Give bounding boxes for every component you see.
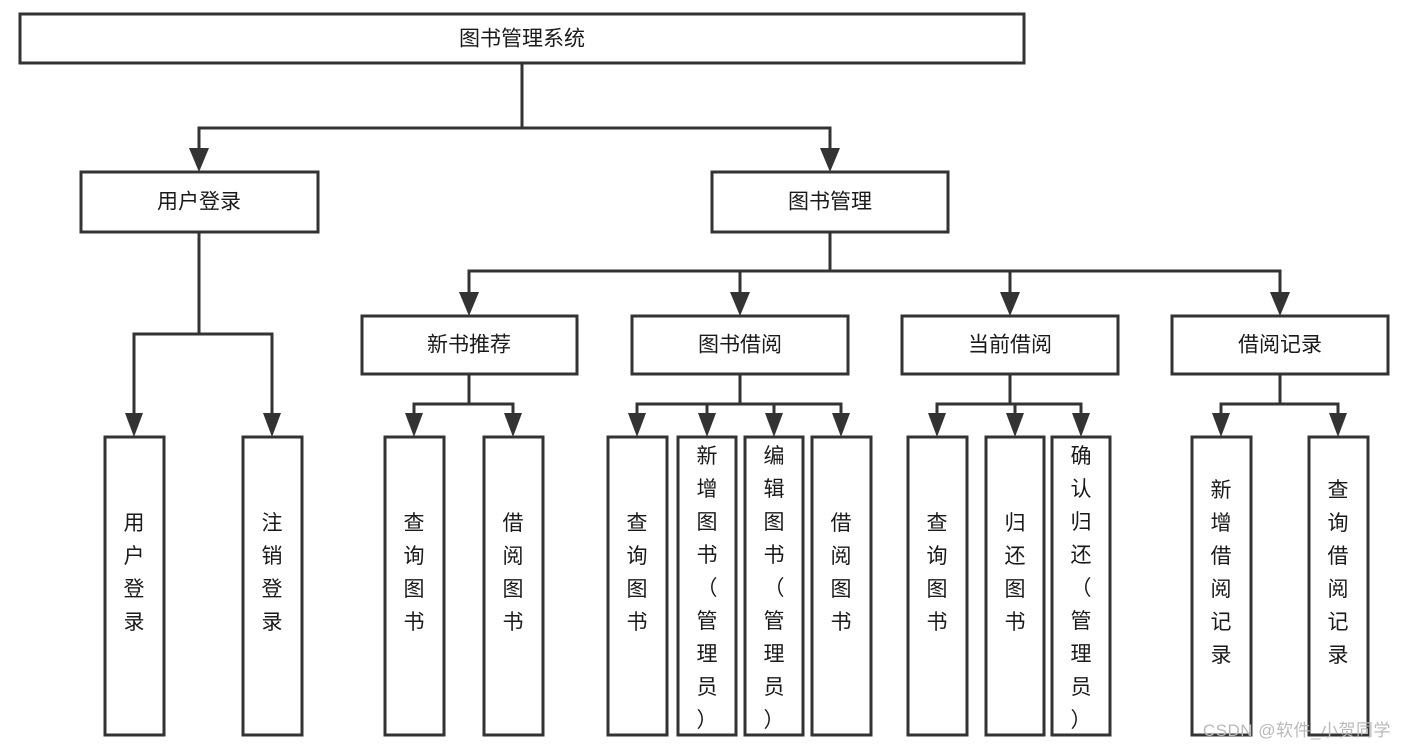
arrowhead-icon: [730, 292, 750, 316]
node-borrow-record-label: 借阅记录: [1238, 334, 1322, 357]
node-leaf-user-login[interactable]: 用户登录: [103, 435, 166, 737]
node-leaf-query-book-3-label: 查询图书: [927, 512, 948, 634]
node-leaf-borrow-book-2-box[interactable]: [810, 435, 873, 737]
node-leaf-edit-book-box[interactable]: [743, 435, 805, 737]
node-root-label: 图书管理系统: [459, 28, 585, 51]
node-user-login-box[interactable]: [79, 170, 320, 234]
node-book-borrow[interactable]: 图书借阅: [630, 314, 850, 376]
edge-bookmgmt-bus: [467, 230, 1282, 294]
node-leaf-query-record-box[interactable]: [1307, 435, 1370, 737]
node-leaf-borrow-book-2-label: 借阅图书: [831, 512, 852, 634]
node-leaf-query-book-2-label: 查询图书: [627, 512, 648, 634]
node-leaf-edit-book-label: 编辑图书（管理员）: [764, 445, 785, 732]
node-leaf-query-book-1-box[interactable]: [383, 435, 446, 737]
node-leaf-confirm-return-label: 确认归还（管理员）: [1071, 445, 1092, 732]
node-borrow-record[interactable]: 借阅记录: [1170, 314, 1390, 376]
node-new-book-recommend[interactable]: 新书推荐: [360, 314, 579, 376]
node-user-login[interactable]: 用户登录: [79, 170, 320, 234]
node-new-book-recommend-box[interactable]: [360, 314, 579, 376]
arrowhead-icon: [1000, 292, 1020, 316]
node-leaf-user-login-box[interactable]: [103, 435, 166, 737]
arrowhead-icon: [263, 413, 281, 437]
arrowhead-icon: [1072, 413, 1090, 437]
node-book-management-box[interactable]: [710, 170, 950, 234]
arrowhead-icon: [1329, 413, 1347, 437]
node-leaf-query-record[interactable]: 查询借阅记录: [1307, 435, 1370, 737]
node-leaf-query-book-1[interactable]: 查询图书: [383, 435, 446, 737]
node-new-book-recommend-label: 新书推荐: [427, 334, 511, 357]
node-leaf-return-book-box[interactable]: [984, 435, 1046, 737]
node-leaf-borrow-book-2[interactable]: 借阅图书: [810, 435, 873, 737]
node-leaf-query-book-3-box[interactable]: [906, 435, 969, 737]
arrowhead-icon: [405, 413, 423, 437]
node-book-borrow-label: 图书借阅: [698, 334, 782, 357]
edge-root-bus: [197, 61, 832, 150]
node-root-box[interactable]: [18, 12, 1026, 65]
node-leaf-return-book-label: 归还图书: [1005, 512, 1026, 634]
node-leaf-logout[interactable]: 注销登录: [241, 435, 304, 737]
arrowhead-icon: [698, 413, 716, 437]
arrowhead-icon: [189, 148, 209, 172]
arrowhead-icon: [1212, 413, 1230, 437]
node-leaf-add-record-label: 新增借阅记录: [1211, 479, 1232, 667]
node-borrow-record-box[interactable]: [1170, 314, 1390, 376]
arrowhead-icon: [765, 413, 783, 437]
edge-borrowrecord-bus: [1219, 372, 1340, 415]
arrowhead-layer: [125, 148, 1347, 437]
node-leaf-query-book-2-box[interactable]: [606, 435, 669, 737]
arrowhead-icon: [820, 148, 840, 172]
node-leaf-add-record[interactable]: 新增借阅记录: [1190, 435, 1253, 737]
arrowhead-icon: [125, 413, 143, 437]
arrowhead-icon: [628, 413, 646, 437]
node-leaf-query-book-2[interactable]: 查询图书: [606, 435, 669, 737]
node-leaf-borrow-book-1-box[interactable]: [482, 435, 545, 737]
node-leaf-add-book-label: 新增图书（管理员）: [697, 445, 718, 732]
node-leaf-confirm-return[interactable]: 确认归还（管理员）: [1050, 435, 1112, 737]
node-leaf-logout-box[interactable]: [241, 435, 304, 737]
node-current-borrow-label: 当前借阅: [968, 334, 1052, 357]
node-leaf-borrow-book-1[interactable]: 借阅图书: [482, 435, 545, 737]
node-leaf-query-record-label: 查询借阅记录: [1328, 479, 1349, 667]
edge-newbook-bus: [412, 372, 515, 415]
node-current-borrow[interactable]: 当前借阅: [900, 314, 1120, 376]
node-root[interactable]: 图书管理系统: [18, 12, 1026, 65]
arrowhead-icon: [832, 413, 850, 437]
node-leaf-user-login-label: 用户登录: [124, 512, 145, 634]
node-leaf-add-record-box[interactable]: [1190, 435, 1253, 737]
node-book-management[interactable]: 图书管理: [710, 170, 950, 234]
arrowhead-icon: [1006, 413, 1024, 437]
edge-userlogin-bus: [132, 230, 274, 415]
arrowhead-icon: [928, 413, 946, 437]
node-leaf-return-book[interactable]: 归还图书: [984, 435, 1046, 737]
connector-layer: [132, 61, 1340, 415]
edge-bookborrow-bus: [635, 372, 843, 415]
node-leaf-add-book-box[interactable]: [676, 435, 738, 737]
arrowhead-icon: [459, 292, 479, 316]
arrowhead-icon: [1270, 292, 1290, 316]
node-leaf-borrow-book-1-label: 借阅图书: [503, 512, 524, 634]
node-leaf-logout-label: 注销登录: [262, 512, 283, 634]
node-leaf-confirm-return-box[interactable]: [1050, 435, 1112, 737]
node-current-borrow-box[interactable]: [900, 314, 1120, 376]
node-leaf-query-book-3[interactable]: 查询图书: [906, 435, 969, 737]
node-leaf-query-book-1-label: 查询图书: [404, 512, 425, 634]
arrowhead-icon: [504, 413, 522, 437]
node-book-borrow-box[interactable]: [630, 314, 850, 376]
node-leaf-edit-book[interactable]: 编辑图书（管理员）: [743, 435, 805, 737]
node-leaf-add-book[interactable]: 新增图书（管理员）: [676, 435, 738, 737]
edge-currentborrow-bus: [935, 372, 1083, 415]
node-book-management-label: 图书管理: [788, 191, 872, 214]
node-user-login-label: 用户登录: [157, 191, 241, 214]
